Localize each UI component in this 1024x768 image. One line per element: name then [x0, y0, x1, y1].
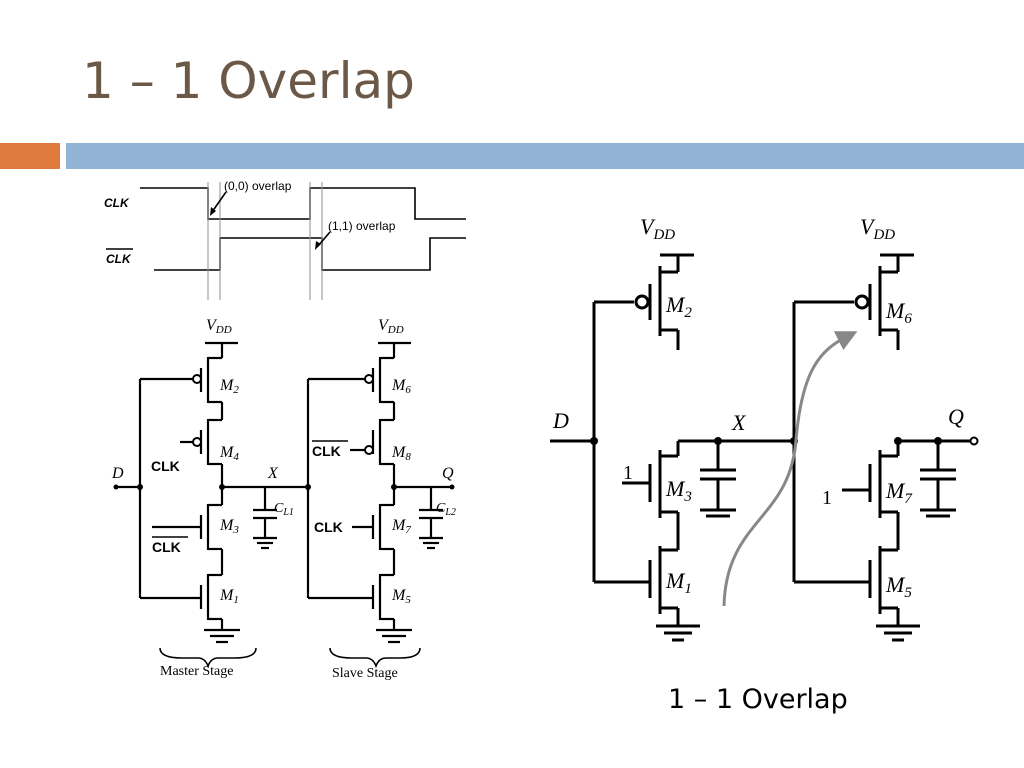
clk-gate-m7: CLK	[314, 519, 343, 535]
accent-bar-blue	[66, 143, 1024, 169]
clk-gate-m4: CLK	[151, 458, 180, 474]
overlap-00-label: (0,0) overlap	[224, 179, 292, 193]
clk-waveform	[140, 187, 466, 220]
timing-diagram: CLK CLK (0,0) overlap (1,1) overlap	[104, 179, 466, 300]
left-q-label: Q	[442, 465, 454, 482]
label-m3-right: M3	[665, 476, 692, 505]
right-one-m3: 1	[623, 462, 633, 484]
clkb-gate-m3: CLK	[152, 539, 181, 555]
label-m8-left: M8	[391, 444, 411, 463]
label-m3-left: M3	[219, 517, 239, 536]
clk-label: CLK	[104, 196, 130, 210]
left-x-label: X	[267, 465, 279, 482]
left-vdd-slave: VDD	[378, 317, 404, 336]
cl2-label: CL2	[436, 501, 456, 518]
label-m4-left: M4	[219, 444, 239, 463]
figure-caption: 1 – 1 Overlap	[668, 684, 848, 715]
left-d-label: D	[111, 465, 124, 482]
label-m5-right: M5	[885, 572, 912, 601]
master-brace	[159, 647, 257, 669]
label-m2-right: M2	[665, 292, 692, 321]
label-m7-right: M7	[885, 478, 913, 507]
label-m1-right: M1	[665, 568, 692, 597]
right-q-label: Q	[948, 404, 964, 429]
label-m1-left: M1	[219, 587, 239, 606]
left-vdd-master: VDD	[206, 317, 232, 336]
right-vdd-1: VDD	[640, 214, 675, 243]
clkb-label: CLK	[106, 252, 132, 266]
label-m6-right: M6	[885, 298, 912, 327]
right-vdd-2: VDD	[860, 214, 895, 243]
label-m7-left: M7	[391, 517, 411, 536]
right-one-m7: 1	[822, 487, 832, 509]
right-x-label: X	[731, 410, 747, 435]
master-slave-circuit: VDD VDD D X Q M2 M4 M3 M1 M6 M8 M7 M5 CL…	[111, 317, 456, 681]
overlap-11-circuit: VDD VDD D X Q 1 1 M2 M3 M1 M6 M7 M5	[550, 214, 979, 642]
label-m6-left: M6	[391, 377, 411, 396]
signal-path-arrow	[722, 331, 858, 607]
accent-bar-orange	[0, 143, 60, 169]
cl1-label: CL1	[274, 501, 294, 518]
label-m2-left: M2	[219, 377, 239, 396]
slave-stage-label: Slave Stage	[332, 666, 398, 681]
label-m5-left: M5	[391, 587, 411, 606]
slave-brace	[329, 647, 421, 669]
slide-title: 1 – 1 Overlap	[82, 52, 415, 110]
right-d-label: D	[552, 408, 569, 433]
overlap-11-label: (1,1) overlap	[328, 219, 396, 233]
overlap-00-arrow	[211, 191, 227, 213]
clkb-gate-m8: CLK	[312, 443, 341, 459]
master-stage-label: Master Stage	[160, 664, 233, 679]
